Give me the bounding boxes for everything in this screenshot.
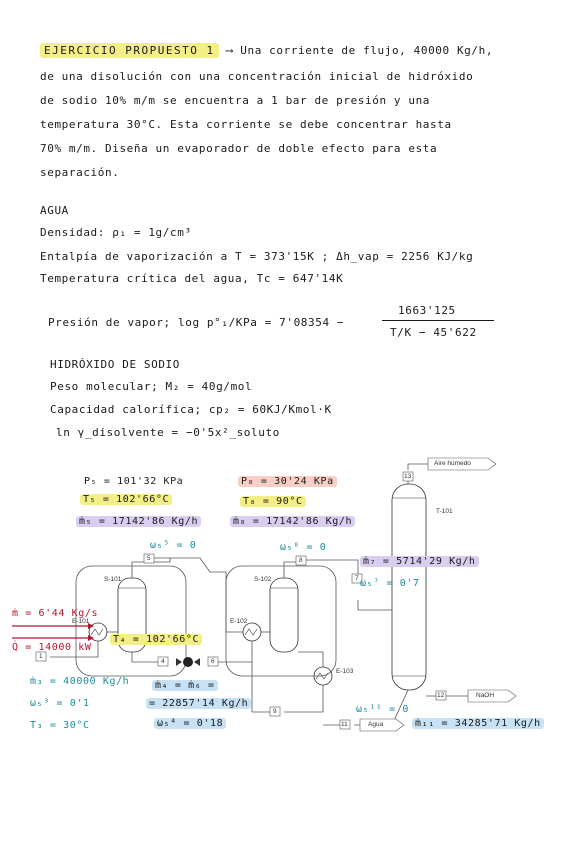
naoh-tag [467,689,517,703]
densidad: Densidad: ρ₁ = 1g/cm³ [40,226,192,239]
e101-coil [90,628,104,636]
label-aire: Aire húmedo [434,460,471,467]
intro-line-1: Una corriente de flujo, 40000 Kg/h, [240,44,494,57]
intro-line-2: de una disolución con una concentración … [40,70,474,83]
ln-gamma: ln γ_disolvente = −0'5x²_soluto [56,426,280,439]
stream-11: 11 [341,721,348,728]
annot-msteam: ṁ = 6'44 Kg/s [12,608,99,619]
stream-13: 13 [404,473,412,480]
annot-w7: ω₅⁷ = 0'7 [360,578,420,589]
agua-tag [359,718,405,732]
label-e102: E-102 [230,618,248,625]
section-agua: AGUA [40,204,69,217]
annot-w8: ω₅⁸ = 0 [280,542,327,553]
temperatura-critica: Temperatura crítica del agua, Tc = 647'1… [40,272,344,285]
fraction-bar [382,320,494,321]
pump-valve-left [176,658,182,666]
label-s102: S-102 [254,576,272,583]
presion-denominator: T/K − 45'622 [390,326,477,339]
section-hidroxido: HIDRÓXIDO DE SODIO [50,358,181,371]
exercise-title: EJERCICIO PROPUESTO 1 [40,43,219,58]
annot-t8: T₈ = 90°C [240,496,306,507]
annot-m11: ṁ₁₁ = 34285'71 Kg/h [412,718,544,729]
annot-w4: ω₅⁴ = 0'18 [154,718,227,729]
label-s101: S-101 [104,576,122,583]
label-agua: Agua [368,721,384,728]
intro-line-3: de sodio 10% m/m se encuentra a 1 bar de… [40,94,431,107]
annot-w11: ω₅¹¹ = 0 [356,704,409,715]
stream-12: 12 [437,692,445,699]
e102-exchanger [242,622,262,642]
intro-line-5: 70% m/m. Diseña un evaporador de doble e… [40,142,438,155]
intro-line-4: temperatura 30°C. Esta corriente se debe… [40,118,452,131]
annot-m7: ṁ₇ = 5714'29 Kg/h [360,556,479,567]
annot-m3: ṁ₃ = 40000 Kg/h [30,676,130,687]
label-t101: T-101 [436,508,453,515]
annot-m46-b: = 22857'14 Kg/h [146,698,252,709]
exercise-title-row: EJERCICIO PROPUESTO 1 ⟶ Una corriente de… [40,43,494,58]
aire-tag [427,457,497,471]
s102-vessel [269,577,299,653]
annot-p8: P₈ = 30'24 KPa [238,476,337,487]
label-e103: E-103 [336,668,354,675]
capacidad-calorifica: Capacidad calorífica; cp₂ = 60KJ/Kmol·K [50,403,332,416]
annot-m8: ṁ₈ = 17142'86 Kg/h [230,516,356,527]
t101-column [391,483,427,691]
stream-6: 6 [211,658,215,665]
annot-m46-a: ṁ₄ = ṁ₆ = [152,680,218,691]
title-arrow: ⟶ [225,44,234,57]
label-e101: E-101 [72,618,90,625]
stream-8: 8 [299,557,303,564]
annot-t4: T₄ = 102'66°C [110,634,203,645]
stream-1: 1 [39,653,43,660]
stream-7: 7 [355,575,359,582]
stream-4: 4 [161,658,165,665]
e102-coil [244,628,258,636]
presion-numerator: 1663'125 [398,304,456,317]
intro-line-6: separación. [40,166,120,179]
annot-p5: P₅ = 101'32 KPa [84,476,184,487]
annot-m5: ṁ₅ = 17142'86 Kg/h [76,516,202,527]
pump-body [183,657,193,667]
stream-9: 9 [273,708,277,715]
annot-t3: T₃ = 30°C [30,720,90,731]
peso-molecular: Peso molecular; M₂ = 40g/mol [50,380,253,393]
steam-arrowhead-2 [88,635,94,641]
entalpia: Entalpía de vaporización a T = 373'15K ;… [40,250,474,263]
pump-valve-right [194,658,200,666]
annot-w3: ω₅³ = 0'1 [30,698,90,709]
presion-vapor: Presión de vapor; log p°₁/KPa = 7'08354 … [48,316,345,329]
stream-5: 5 [147,555,151,562]
label-naoh: NaOH [476,692,495,699]
stream-boxes [35,471,447,730]
annot-t5: T₅ = 102'66°C [80,494,173,505]
annot-q: Q̇ = 14000 kW [12,642,92,653]
annot-w5: ω₅⁵ = 0 [150,540,197,551]
steam-arrowhead-1 [88,623,94,629]
